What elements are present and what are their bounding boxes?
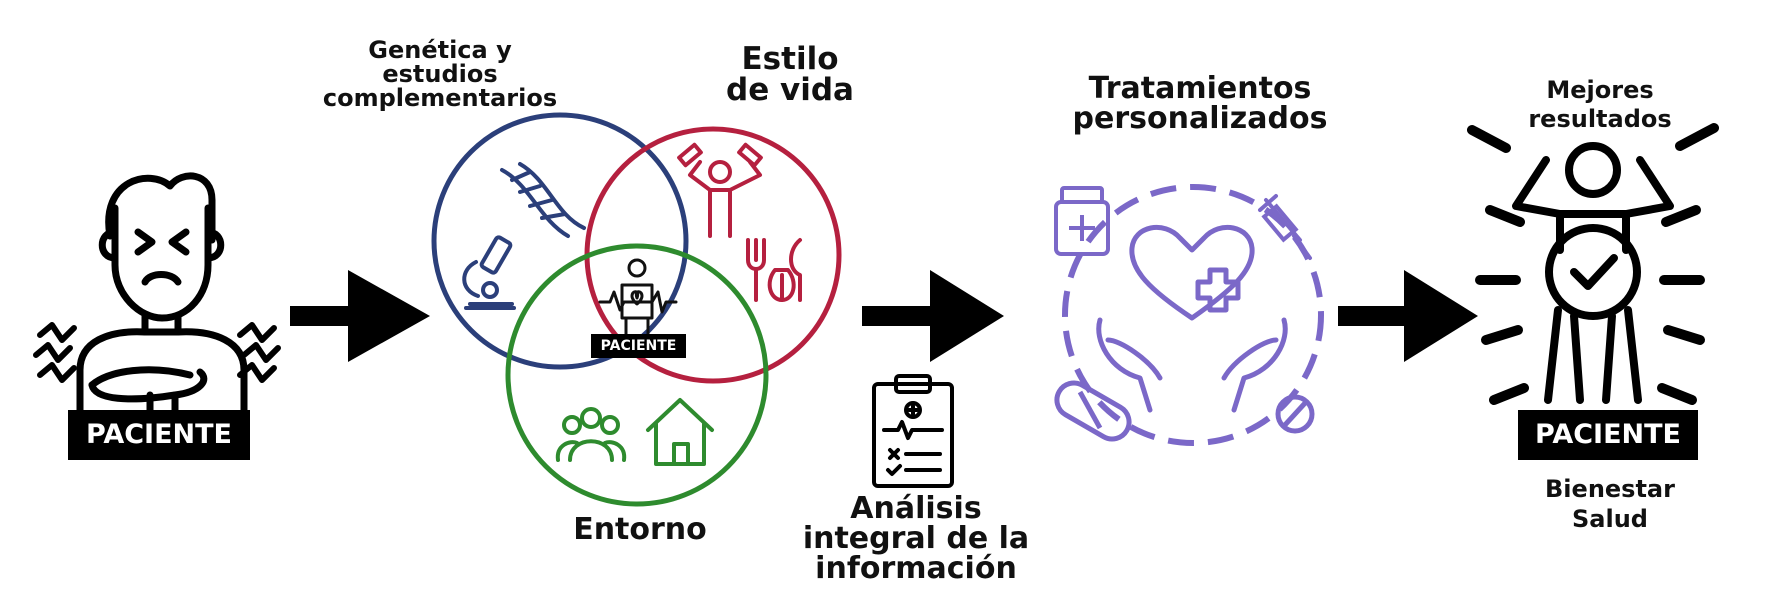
- wellbeing-label-line1: Bienestar: [1545, 475, 1675, 503]
- syringe-icon: [1258, 194, 1312, 260]
- happy-patient-icon: [1512, 142, 1674, 404]
- patient-badge-left: PACIENTE: [68, 410, 250, 460]
- environment-label: Entorno: [573, 512, 707, 547]
- medicine-bottle-icon: [1054, 186, 1110, 256]
- heart-health-icon: [1129, 225, 1255, 321]
- genetics-label-line1: Genética y: [368, 36, 512, 64]
- outcome-label-line2: resultados: [1528, 104, 1672, 133]
- pain-lines-icon: [33, 322, 281, 383]
- tablet-icon: [1275, 394, 1315, 434]
- radiating-lines-icon: [1467, 123, 1719, 405]
- genetics-circle: [431, 112, 689, 370]
- sick-patient-icon: [76, 172, 248, 414]
- genetics-label-line3: complementarios: [322, 84, 558, 112]
- arrow-1-icon: [290, 270, 430, 362]
- environment-circle: [505, 243, 769, 507]
- analysis-label-line1: Análisis: [850, 491, 982, 526]
- capsule-icon: [1054, 380, 1132, 442]
- genetics-label: Genética y estudios complementarios: [300, 38, 580, 110]
- venn-center-badge: PACIENTE: [591, 334, 686, 358]
- lifestyle-label-line1: Estilo: [741, 41, 839, 77]
- treatment-circle: [1062, 184, 1324, 446]
- fitness-icon: [677, 142, 763, 238]
- patient-badge-right: PACIENTE: [1518, 410, 1698, 460]
- home-icon: [646, 398, 714, 466]
- treatments-label-line1: Tratamientos: [1088, 71, 1312, 106]
- analysis-label-line3: información: [815, 551, 1017, 586]
- dna-icon: [500, 162, 586, 238]
- genetics-label-line2: estudios: [382, 60, 498, 88]
- nutrition-icon: [746, 238, 802, 302]
- community-icon: [555, 407, 627, 462]
- lifestyle-label-line2: de vida: [726, 72, 854, 108]
- treatments-label-line2: personalizados: [1072, 101, 1328, 136]
- analysis-label: Análisis integral de la información: [786, 494, 1046, 584]
- clipboard-icon: [872, 374, 954, 488]
- outcome-label-line1: Mejores: [1546, 76, 1654, 104]
- microscope-icon: [462, 235, 516, 310]
- lifestyle-label: Estilo de vida: [700, 44, 880, 106]
- wellbeing-label: Bienestar Salud: [1510, 474, 1710, 534]
- arrow-2-icon: [862, 270, 1004, 362]
- wellbeing-label-line2: Salud: [1572, 505, 1648, 533]
- analysis-label-line2: integral de la: [802, 521, 1030, 556]
- patient-vitals-icon: [598, 258, 678, 342]
- caring-hands-icon: [1096, 317, 1288, 413]
- treatments-label: Tratamientos personalizados: [1040, 74, 1360, 134]
- outcome-label: Mejores resultados: [1500, 76, 1700, 134]
- arrow-3-icon: [1338, 270, 1478, 362]
